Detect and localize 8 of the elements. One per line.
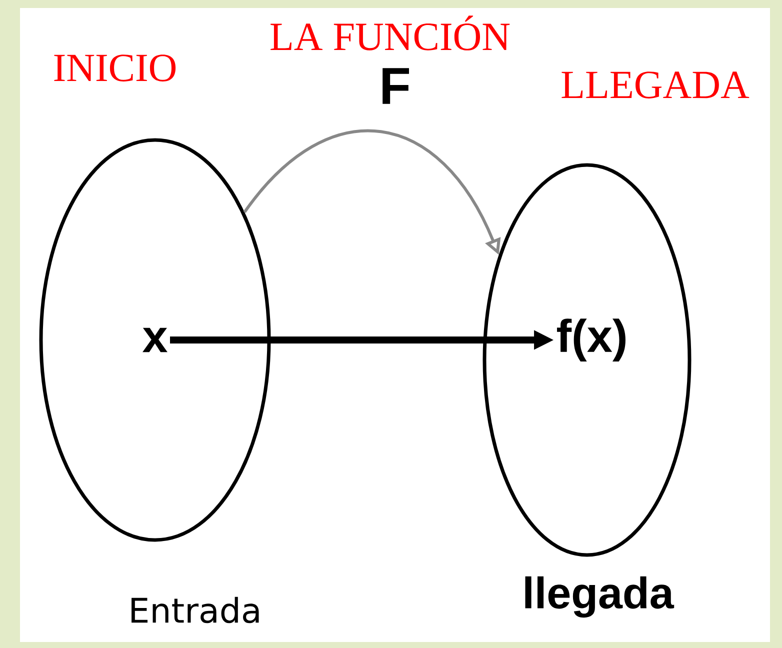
variable-label: f(x) [557, 318, 626, 362]
title-label: LA FUNCIÓN [270, 16, 510, 50]
edge-label: F [382, 68, 409, 104]
node-label: llegada [525, 576, 674, 618]
node-label: Entrada [132, 596, 259, 624]
variable-label: x [142, 328, 168, 352]
heading: LLEGADA [562, 72, 750, 98]
heading: INICIO [54, 54, 176, 82]
